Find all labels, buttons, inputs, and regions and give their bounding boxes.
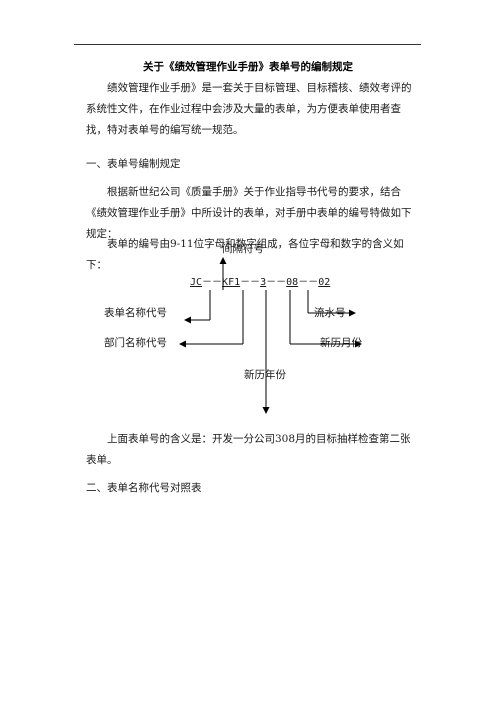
header-rule — [74, 44, 421, 45]
code-form-name-part: JC — [190, 277, 203, 288]
section-2-heading: 二、表单名称代号对照表 — [86, 482, 202, 494]
form-number-code: JC－－KF1－－3－－08－－02 — [190, 276, 330, 290]
code-separator: －－ — [266, 277, 287, 288]
example-paragraph: 上面表单号的含义是：开发一分公司308月的目标抽样检查第二张表单。 — [86, 433, 411, 466]
format-description: 表单的编号由9-11位字母和数字组成，各位字母和数字的含义如下： — [86, 238, 404, 271]
document-title: 关于《绩效管理作业手册》表单号的编制规定 — [143, 61, 353, 73]
new-month-label: 新历月份 — [320, 337, 362, 349]
code-dept-part: KF1 — [222, 277, 241, 288]
code-serial-part: 02 — [318, 277, 331, 288]
code-separator: －－ — [240, 277, 261, 288]
section-1-heading: 一、表单号编制规定 — [86, 158, 181, 170]
code-separator: －－ — [298, 277, 319, 288]
code-separator: －－ — [202, 277, 223, 288]
intro-paragraph: 绩效管理作业手册》是一套关于目标管理、目标稽核、绩效考评的系统性文件，在作业过程… — [86, 82, 412, 136]
dept-name-code-label: 部门名称代号 — [104, 337, 167, 349]
section-1-paragraph: 根据新世纪公司《质量手册》关于作业指导书代号的要求，结合《绩效管理作业手册》中所… — [86, 186, 412, 240]
code-year-part: 3 — [260, 277, 267, 288]
code-month-part: 08 — [286, 277, 299, 288]
separator-label: 间隔符号 — [222, 243, 264, 255]
new-year-label: 新历年份 — [244, 369, 286, 381]
form-name-code-label: 表单名称代号 — [104, 307, 167, 319]
